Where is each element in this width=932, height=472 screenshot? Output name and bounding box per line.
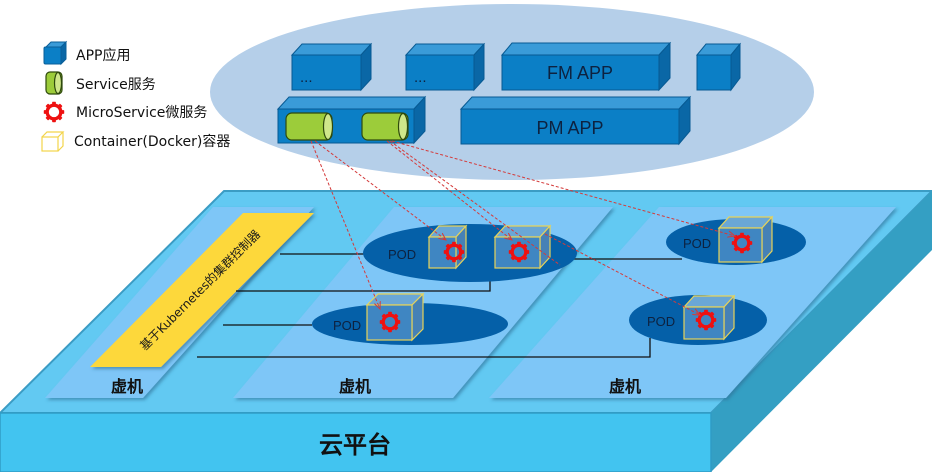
service-link-arrow [544, 233, 700, 315]
app-box-fm[interactable]: FM APP [500, 41, 672, 92]
container-5[interactable] [682, 294, 736, 341]
platform-front-face [0, 412, 712, 472]
platform-side-face [711, 191, 932, 472]
vm-label-3: 虚机 [609, 377, 641, 396]
pod-label-2: POD [683, 236, 711, 251]
app-cloud [210, 4, 814, 180]
app-label-fm: FM APP [547, 63, 613, 83]
app-box-pm[interactable]: PM APP [459, 95, 692, 146]
legend-item-service: Service服务 [45, 71, 156, 95]
cloud-platform: 云平台 虚机 虚机 虚机 基于Kubernetes的集群控制器 [0, 190, 932, 472]
link-line-pod-4 [197, 338, 651, 358]
service-app-box[interactable] [276, 95, 427, 145]
container-1[interactable] [427, 224, 468, 270]
legend-label-container: Container(Docker)容器 [74, 133, 230, 150]
pod-label-4: POD [647, 314, 675, 329]
container-3[interactable] [717, 215, 774, 264]
pod-label-1: POD [388, 247, 416, 262]
platform-label: 云平台 [319, 431, 391, 459]
service-link-arrow [310, 140, 380, 309]
service-cylinder-icon[interactable] [285, 112, 334, 141]
app-box-ellipsis-1[interactable]: ... [290, 42, 373, 92]
app-cube-icon [43, 40, 68, 66]
vm-label-1: 虚机 [111, 377, 143, 396]
service-cylinder-icon[interactable] [361, 112, 409, 141]
container-4[interactable] [365, 292, 425, 342]
container-2[interactable] [493, 224, 552, 270]
service-link-arrow [386, 140, 512, 240]
app-layer: ... ... FM APP [210, 4, 814, 180]
service-links [310, 140, 735, 315]
legend-item-container: Container(Docker)容器 [41, 131, 230, 152]
app-label-ellipsis-1: ... [300, 69, 313, 86]
app-label-ellipsis-2: ... [414, 69, 427, 86]
microservice-gear-icon [42, 100, 66, 124]
service-cylinder-icon [45, 71, 63, 95]
legend-label-service: Service服务 [76, 77, 156, 93]
legend: APP应用 Service服务 MicroService微服务 Containe… [41, 40, 230, 152]
legend-item-microservice: MicroService微服务 [42, 100, 207, 124]
service-link-arrow [314, 140, 446, 240]
app-label-pm: PM APP [536, 118, 603, 138]
pod-label-3: POD [333, 318, 361, 333]
legend-label-app: APP应用 [76, 47, 130, 64]
service-link-arrow [391, 140, 735, 236]
app-box-small[interactable] [695, 42, 742, 92]
legend-label-microservice: MicroService微服务 [76, 105, 207, 121]
service-link-line [389, 140, 561, 266]
legend-item-app: APP应用 [43, 40, 130, 66]
vm-label-2: 虚机 [339, 377, 371, 396]
container-box-icon [41, 131, 65, 152]
app-box-ellipsis-2[interactable]: ... [404, 42, 486, 92]
